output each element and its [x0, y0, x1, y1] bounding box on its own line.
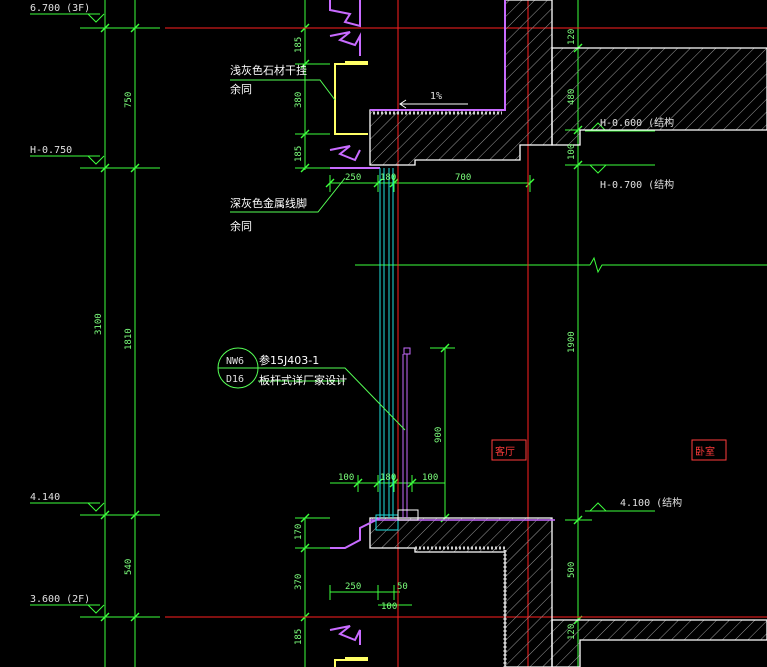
note-standard-ref: 参15J403-1 [259, 353, 319, 367]
dim-380: 380 [294, 92, 304, 108]
dim-750: 750 [124, 92, 134, 108]
level-h-0750: H-0.750 [30, 145, 72, 156]
level-4140: 4.140 [30, 492, 60, 503]
stone-cladding [329, 0, 381, 645]
room-label-living: 客厅 [495, 445, 515, 458]
level-3600: 3.600 (2F) [30, 594, 90, 605]
dim-120-a: 120 [567, 29, 577, 45]
dim-500: 500 [567, 562, 577, 578]
room-box-left [491, 439, 527, 461]
dim-1810: 1810 [124, 328, 134, 350]
dim-1900: 1900 [567, 331, 577, 353]
note-metal-same: 余同 [230, 219, 252, 233]
level-h-0600: H-0.600 (结构 [600, 116, 674, 129]
stone-frame [334, 61, 368, 667]
window-frame [375, 168, 399, 531]
dim-3100: 3100 [94, 313, 104, 335]
dim-170: 170 [294, 524, 304, 540]
railing [397, 347, 419, 521]
dim-100-c: 100 [381, 602, 397, 612]
note-stone-same: 余同 [230, 82, 252, 96]
room-label-bedroom: 卧室 [695, 445, 715, 458]
dim-370: 370 [294, 574, 304, 590]
dim-180-a: 180 [380, 173, 396, 183]
dim-250-b: 250 [345, 582, 361, 592]
note-stone-cladding: 浅灰色石材干挂 [230, 63, 307, 77]
dim-180-b: 180 [380, 473, 396, 483]
note-slope: 1% [430, 91, 442, 102]
dim-185-a: 185 [294, 37, 304, 53]
dim-100-b: 100 [422, 473, 438, 483]
dim-50: 50 [397, 582, 408, 592]
symbol-top: NW6 [226, 356, 244, 367]
note-railing: 板杆式详厂家设计 [259, 373, 347, 387]
dim-480: 480 [567, 89, 577, 105]
level-4100: 4.100 (结构 [620, 496, 682, 509]
structure [369, 0, 767, 667]
symbol-bottom: D16 [226, 374, 244, 385]
dim-100-a: 100 [338, 473, 354, 483]
dim-250-a: 250 [345, 173, 361, 183]
level-6700: 6.700 (3F) [30, 3, 90, 14]
dim-100-d: 100 [567, 144, 577, 160]
dim-185-c: 185 [294, 629, 304, 645]
leaders [217, 79, 406, 431]
dim-185-b: 185 [294, 146, 304, 162]
dim-900: 900 [434, 427, 444, 443]
dim-700: 700 [455, 173, 471, 183]
slope-arrow [399, 99, 468, 109]
dim-120-b: 120 [567, 624, 577, 640]
note-metal-trim: 深灰色金属线脚 [230, 196, 307, 210]
dim-540: 540 [124, 559, 134, 575]
room-box-right [691, 439, 727, 461]
level-h-0700: H-0.700 (结构 [600, 178, 674, 191]
